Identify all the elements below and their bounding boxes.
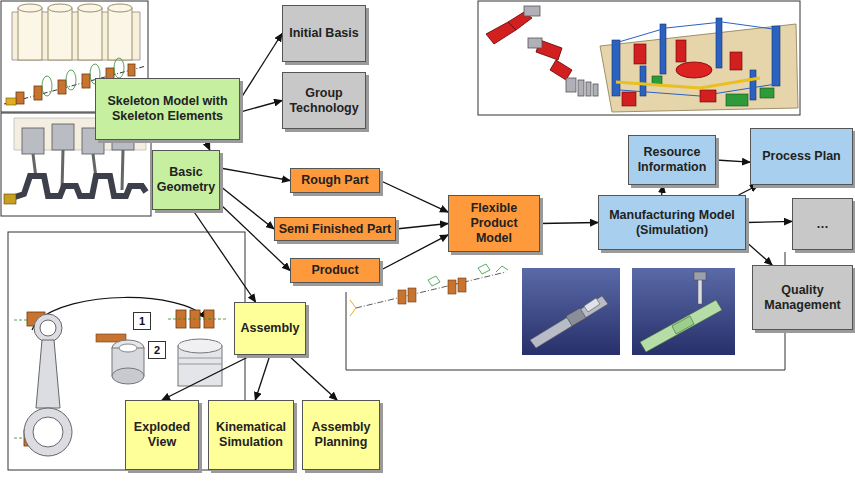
quality-box: Quality Management (752, 265, 853, 330)
grey-box: Group Technology (282, 72, 366, 129)
flow-arrow (255, 355, 270, 400)
box-text: Assembly Planning (306, 420, 376, 450)
resource-box: Resource Information (628, 135, 716, 185)
assembly-box: Assembly (234, 302, 306, 355)
box-text: Basic Geometry (156, 165, 216, 195)
manufacturing-figures (346, 252, 785, 370)
assembly-task-box: Assembly Planning (302, 400, 380, 470)
flow-arrow (716, 160, 750, 162)
flow-arrow (220, 186, 274, 229)
flow-arrow (220, 168, 290, 181)
assembly-task-box: Kinematical Simulation (208, 400, 294, 470)
box-text: Resource Information (632, 145, 712, 175)
flow-arrow (739, 185, 759, 195)
assembly-task-box: Exploded View (125, 400, 199, 470)
skeleton-box: Skeleton Model with Skeleton Elements (95, 78, 240, 140)
box-text: Initial Basis (289, 26, 358, 41)
box-text: Rough Part (301, 173, 368, 188)
flow-arrow (746, 221, 792, 222)
callout-number: 2 (148, 341, 166, 359)
more-box: … (792, 198, 853, 250)
flow-arrow (205, 140, 210, 150)
flow-arrow (162, 355, 252, 400)
plan-box: Process Plan (750, 128, 853, 185)
flow-arrow (193, 210, 256, 302)
part-box: Product (290, 258, 380, 283)
callout-number: 1 (133, 312, 151, 330)
box-text: Exploded View (129, 420, 195, 450)
flow-arrow (240, 34, 282, 100)
geometry-box: Basic Geometry (152, 150, 220, 210)
box-text: Quality Management (756, 283, 849, 313)
part-box: Semi Finished Part (274, 217, 396, 241)
box-text: Product (311, 263, 358, 278)
part-box: Rough Part (290, 168, 380, 193)
box-text: Kinematical Simulation (212, 420, 290, 450)
box-text: Group Technology (286, 86, 362, 116)
grey-box: Initial Basis (282, 5, 366, 62)
flow-arrow (396, 224, 448, 230)
flow-arrow (380, 181, 448, 213)
box-text: Process Plan (762, 149, 841, 164)
box-text: Manufacturing Model (Simulation) (602, 208, 742, 238)
box-text: Skeleton Model with Skeleton Elements (99, 94, 236, 124)
robot-cell-figure (478, 1, 800, 115)
box-text: … (816, 217, 829, 232)
flow-arrow (746, 242, 772, 265)
flow-arrow (240, 101, 282, 113)
flow-arrow (288, 355, 337, 400)
flow-arrow (540, 223, 598, 224)
box-text: Flexible Product Model (452, 201, 536, 246)
model-box: Manufacturing Model (Simulation) (598, 195, 746, 250)
flow-arrow (662, 185, 664, 195)
box-text: Semi Finished Part (279, 222, 392, 237)
model-box: Flexible Product Model (448, 195, 540, 252)
box-text: Assembly (240, 321, 299, 336)
